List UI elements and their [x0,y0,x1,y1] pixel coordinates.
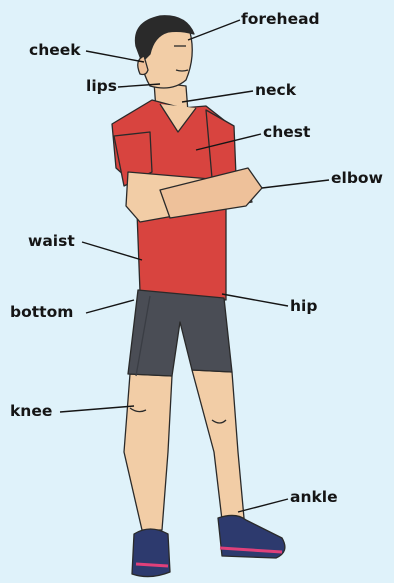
label-neck: neck [255,83,296,99]
label-elbow: elbow [331,171,383,187]
leader-neck [182,91,253,102]
leader-forehead [188,20,240,40]
label-ankle: ankle [290,490,338,506]
label-forehead: forehead [241,12,320,28]
label-knee: knee [10,404,52,420]
label-bottom: bottom [10,305,73,321]
label-hip: hip [290,299,317,315]
leader-knee [60,406,134,412]
left-leg [124,374,172,530]
label-lips: lips [86,79,117,95]
leader-elbow [262,180,329,188]
label-cheek: cheek [29,43,81,59]
label-chest: chest [263,125,310,141]
right-leg [192,370,244,520]
leader-waist [82,242,142,260]
leader-cheek [86,51,144,62]
leader-ankle [238,499,288,512]
leader-hip [222,294,288,306]
label-waist: waist [28,234,75,250]
leader-bottom [86,300,134,313]
left-shoe [132,529,170,577]
